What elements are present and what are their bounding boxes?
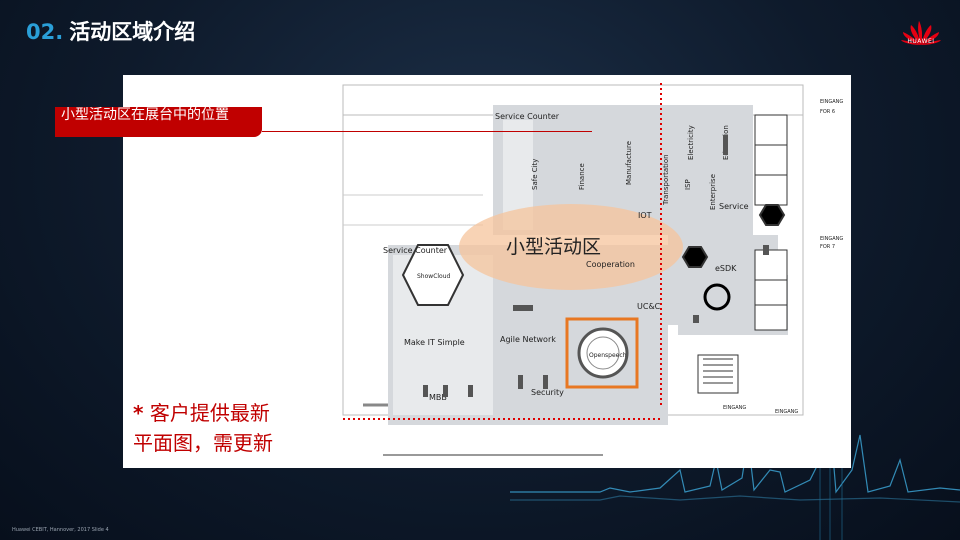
callout-label: 小型活动区在展台中的位置 [55,107,262,137]
zone-iot: IOT [638,211,652,220]
slide-title: 02.活动区域介绍 [26,16,195,46]
zone-electricity: Electricity [687,125,695,160]
openspeech-highlight-box [565,317,639,389]
entrance-label-2: EINGANG [820,236,843,242]
zone-safe-city: Safe City [531,159,539,190]
zone-mbb: MBB [429,393,447,402]
entrance-label-3: EINGANG [723,405,746,411]
note-asterisk: * [133,401,144,425]
slide-footer: Huawei CEBIT, Hannover, 2017 Slide 4 [12,527,109,533]
zone-cooperation: Cooperation [586,260,635,269]
activity-area-label: 小型活动区 [506,236,602,258]
entrance-sub-1: FOR 6 [820,109,835,115]
slide-number: 02. [26,20,64,44]
zone-esdk: eSDK [715,264,737,273]
floorplan-panel: ShowCloud Openspeech Service Counter IOT… [123,75,851,468]
zone-security: Security [531,388,564,397]
zone-enterprise: Enterprise [709,174,717,210]
zone-service-counter-left: Service Counter [383,246,448,255]
logo-text: HUAWEI [907,38,935,45]
zone-make-it-simple: Make IT Simple [404,338,465,347]
callout-connector-line [262,131,592,132]
activity-area-highlight [459,204,683,290]
zone-agile-network: Agile Network [500,335,556,344]
esdk-circle-marker [703,283,731,311]
entrance-label-1: EINGANG [820,99,843,105]
zone-transportation: Transportation [662,154,670,206]
note-line-1: 客户提供最新 [149,401,270,425]
zone-service: Service [719,202,749,211]
zone-isp: ISP [684,179,692,190]
booth-floorplan: ShowCloud Openspeech Service Counter IOT… [342,83,843,456]
zone-showcloud: ShowCloud [417,273,451,280]
entrance-label-4: EINGANG [775,409,798,415]
zone-openspeech: Openspeech [589,352,627,359]
entrance-sub-2: FOR 7 [820,244,835,250]
huawei-logo-icon [901,21,941,45]
zone-service-counter-top: Service Counter [495,112,560,121]
note-line-2: 平面图，需更新 [133,431,273,455]
zone-uc: UC&C [637,302,661,311]
zone-finance: Finance [578,163,586,190]
update-note: * 客户提供最新 平面图，需更新 [133,398,273,458]
slide-title-text: 活动区域介绍 [69,20,196,44]
zone-manufacture: Manufacture [625,141,633,185]
